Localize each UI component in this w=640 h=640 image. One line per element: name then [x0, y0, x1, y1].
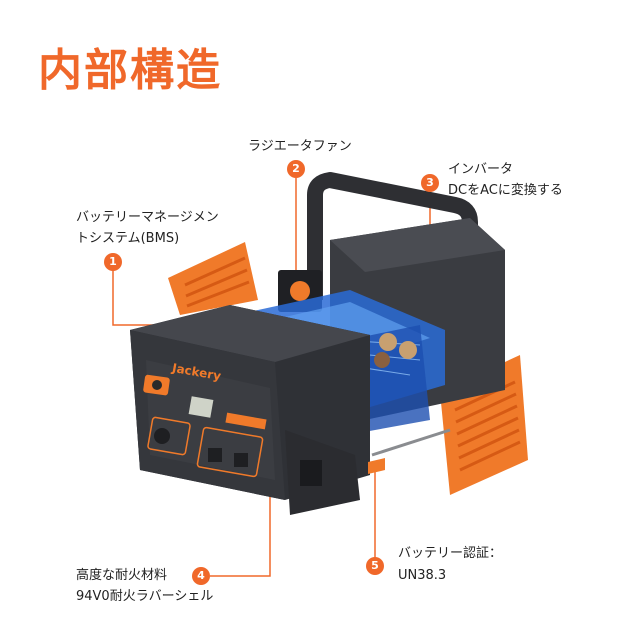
callout-4-line-2: 94V0耐火ラバーシェル [76, 589, 214, 604]
callout-4-badge: 4 [192, 567, 210, 585]
callout-2-badge: 2 [287, 160, 305, 178]
callout-2-line-1: ラジエータファン [248, 139, 352, 154]
page-title: 内部構造 [38, 45, 222, 96]
callout-5-line-2: UN38.3 [398, 568, 447, 583]
callout-1-line-2: トシステム(BMS) [76, 231, 180, 246]
callout-3-badge: 3 [421, 174, 439, 192]
left-side-panel [168, 242, 258, 315]
callout-3-line-2: DCをACに変換する [448, 183, 563, 198]
callout-5-badge: 5 [366, 557, 384, 575]
callout-3-line-1: インバータ [448, 162, 514, 177]
callout-4-line-1: 高度な耐火材料 [76, 568, 168, 583]
handle [307, 172, 478, 320]
callout-5-line-1: バッテリー認証： [398, 546, 503, 561]
main-body [130, 305, 451, 515]
callout-1-badge: 1 [104, 253, 122, 271]
callout-1-line-1: バッテリーマネージメン [76, 210, 219, 225]
